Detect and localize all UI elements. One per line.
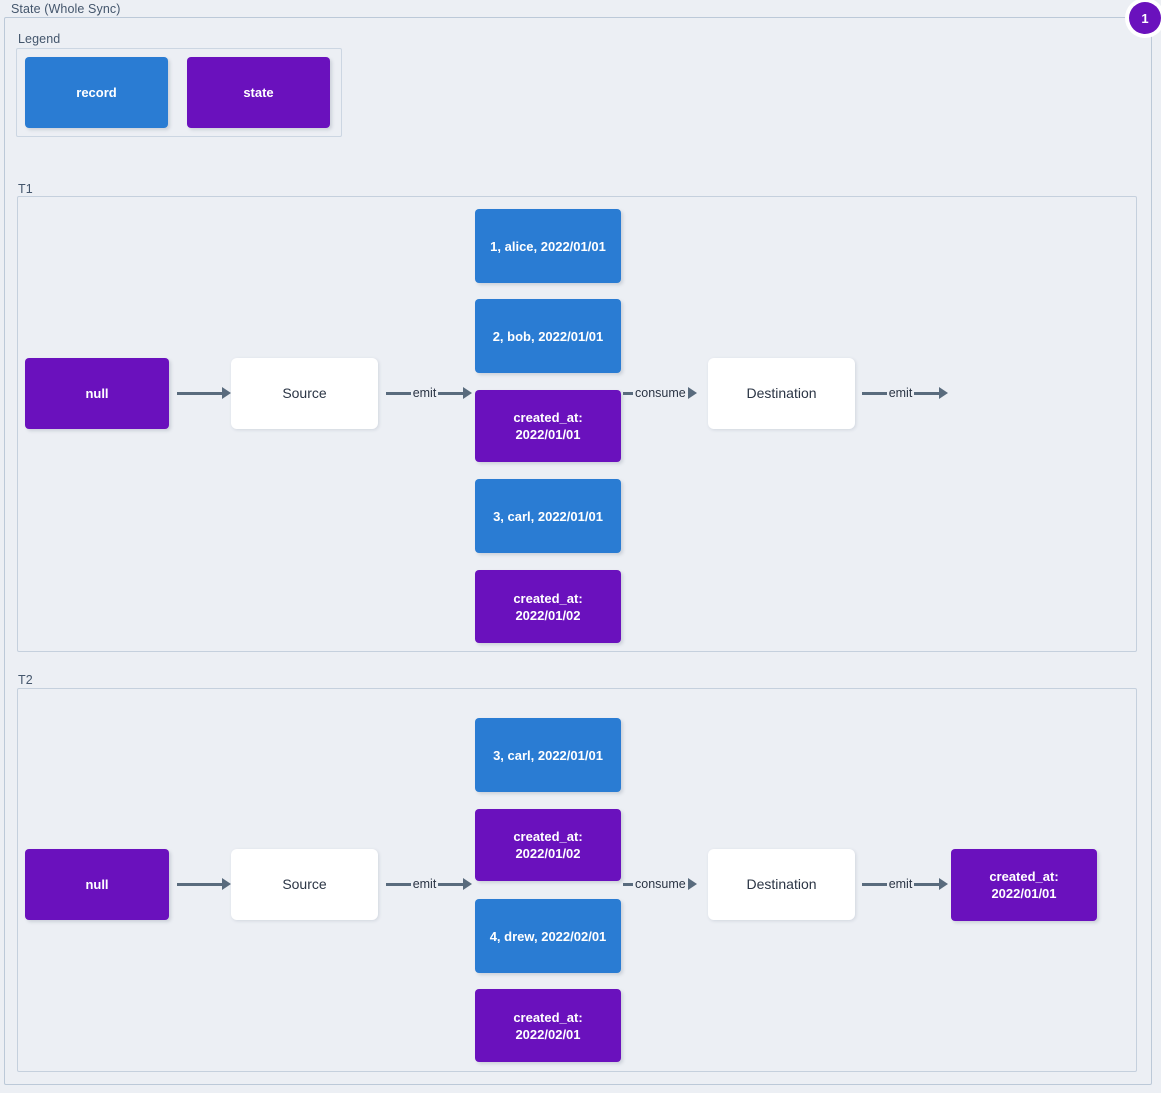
legend-title: Legend <box>18 32 61 46</box>
t1-stream-item-1-label: 2, bob, 2022/01/01 <box>492 328 604 344</box>
t1-destination-label: Destination <box>746 385 817 401</box>
t1-initial-state: null <box>25 358 169 429</box>
t1-stream-item-0-label: 1, alice, 2022/01/01 <box>490 238 606 254</box>
t2-final-state-label: created_at: 2022/01/01 <box>989 869 1059 901</box>
t1-stream-item-0: 1, alice, 2022/01/01 <box>475 209 621 283</box>
legend-swatch-record-label: record <box>76 85 117 100</box>
t2-initial-state-label: null <box>85 877 109 892</box>
t1-stream-item-4-label: created_at: 2022/01/02 <box>513 590 583 623</box>
t2-stream-item-0-label: 3, carl, 2022/01/01 <box>493 747 603 763</box>
t1-stream-item-2: created_at: 2022/01/01 <box>475 390 621 462</box>
t1-title: T1 <box>18 182 33 196</box>
legend-swatch-record: record <box>25 57 168 128</box>
t1-stream-item-3: 3, carl, 2022/01/01 <box>475 479 621 553</box>
t1-stream-item-2-label: created_at: 2022/01/01 <box>513 410 583 442</box>
t2-stream-item-1: created_at: 2022/01/02 <box>475 809 621 881</box>
t1-destination-node: Destination <box>708 358 855 429</box>
page-title: State (Whole Sync) <box>11 2 121 16</box>
legend-swatch-state: state <box>187 57 330 128</box>
t2-initial-state: null <box>25 849 169 920</box>
t1-source-label: Source <box>282 385 327 401</box>
t2-stream-item-2-label: 4, drew, 2022/02/01 <box>489 928 607 944</box>
t2-source-node: Source <box>231 849 378 920</box>
t2-stream-item-1-label: created_at: 2022/01/02 <box>513 829 583 861</box>
legend-swatch-state-label: state <box>243 85 274 100</box>
t2-stream-item-3-label: created_at: 2022/02/01 <box>513 1009 583 1042</box>
t1-stream-item-4: created_at: 2022/01/02 <box>475 570 621 643</box>
t2-title: T2 <box>18 673 33 687</box>
t2-stream-item-0: 3, carl, 2022/01/01 <box>475 718 621 792</box>
t2-final-state: created_at: 2022/01/01 <box>951 849 1097 921</box>
t2-destination-label: Destination <box>746 876 817 892</box>
t1-stream-item-3-label: 3, carl, 2022/01/01 <box>493 508 603 524</box>
t2-destination-node: Destination <box>708 849 855 920</box>
t1-source-node: Source <box>231 358 378 429</box>
t1-stream-item-1: 2, bob, 2022/01/01 <box>475 299 621 373</box>
t1-initial-state-label: null <box>85 386 109 401</box>
step-badge: 1 <box>1129 2 1161 34</box>
t2-stream-item-3: created_at: 2022/02/01 <box>475 989 621 1062</box>
t2-source-label: Source <box>282 876 327 892</box>
t2-stream-item-2: 4, drew, 2022/02/01 <box>475 899 621 973</box>
